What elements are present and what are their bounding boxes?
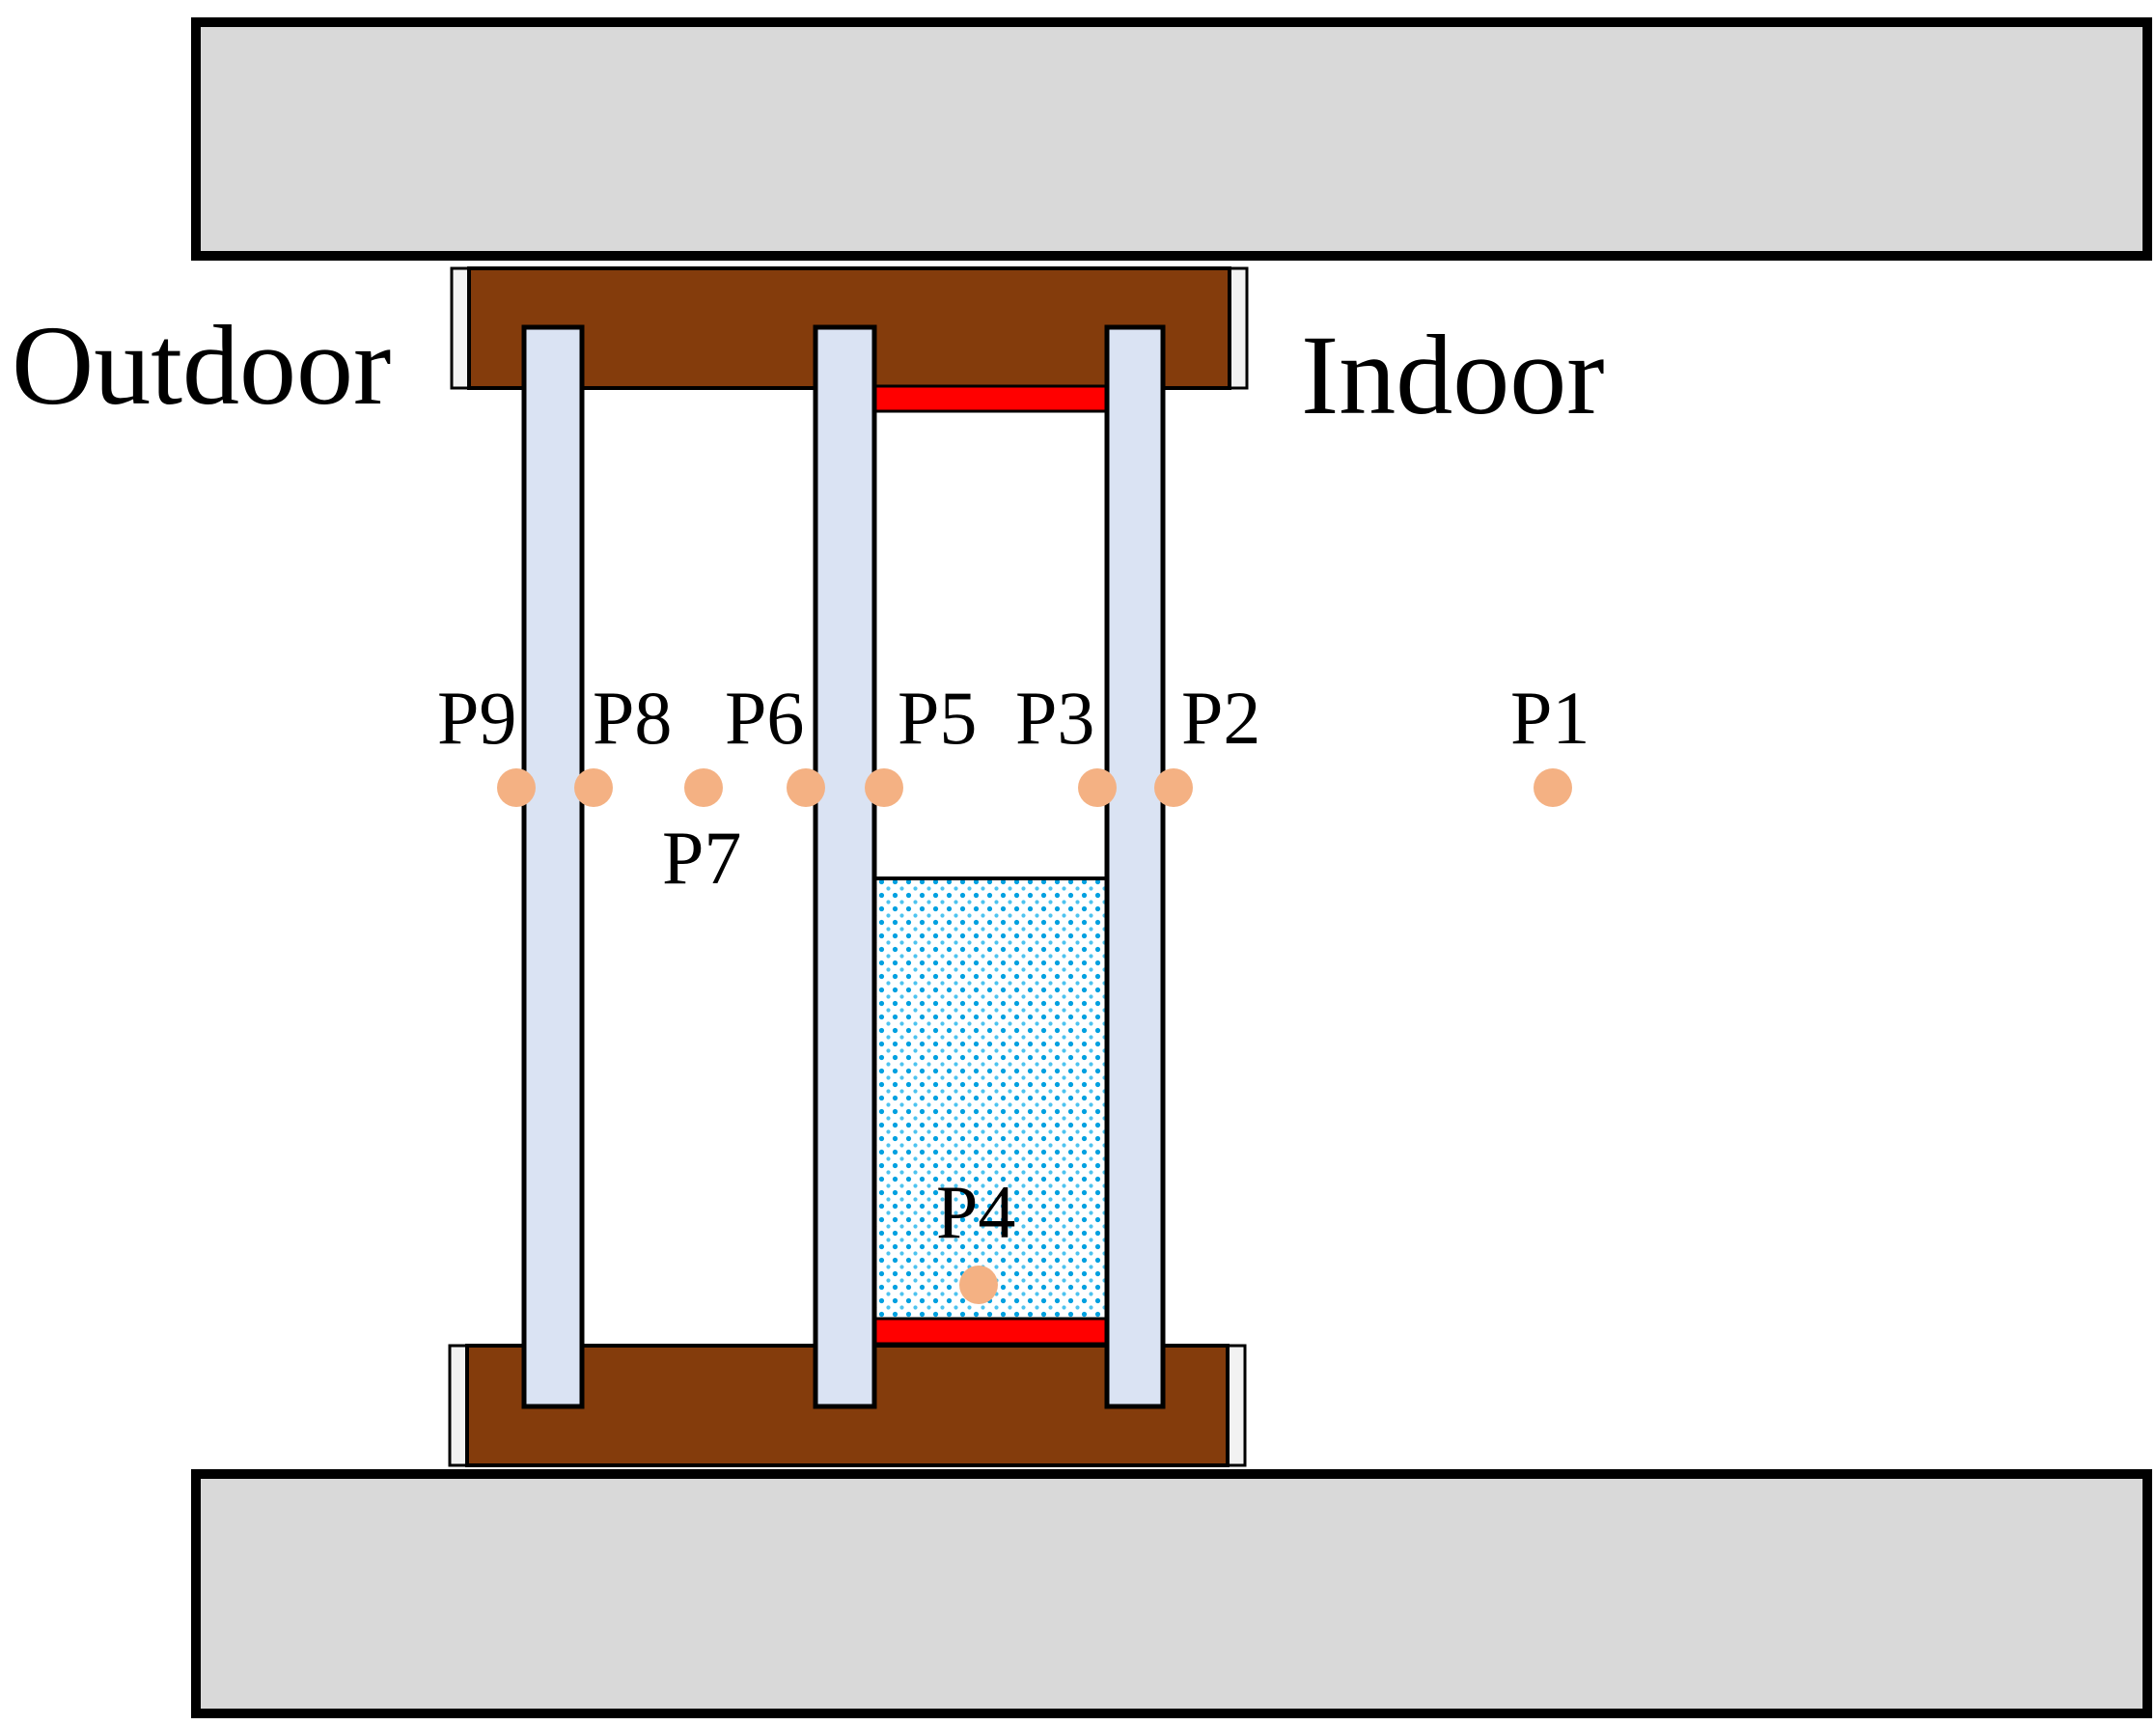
point-marker-p7 <box>684 768 723 807</box>
upper-slab <box>191 17 2152 261</box>
point-label-p6: P6 <box>725 676 804 760</box>
point-label-p8: P8 <box>593 676 672 760</box>
middle-pane <box>813 324 877 1409</box>
point-label-p5: P5 <box>898 676 977 760</box>
cavity-fill <box>872 878 1106 1318</box>
point-marker-p8 <box>574 768 613 807</box>
point-marker-p2 <box>1154 768 1193 807</box>
lower-slab <box>191 1469 2152 1718</box>
point-marker-p5 <box>865 768 903 807</box>
point-label-p9: P9 <box>437 676 516 760</box>
point-marker-p9 <box>497 768 536 807</box>
point-label-p2: P2 <box>1181 676 1260 760</box>
point-marker-p3 <box>1078 768 1117 807</box>
top-seal <box>871 384 1108 413</box>
point-marker-p6 <box>787 768 825 807</box>
measurement-points <box>497 768 1572 1304</box>
outdoor-label: Outdoor <box>12 302 391 429</box>
point-marker-p4 <box>959 1266 998 1304</box>
point-label-p3: P3 <box>1015 676 1094 760</box>
bottom-seal <box>871 1317 1108 1346</box>
point-marker-p1 <box>1534 768 1572 807</box>
inner-pane <box>1104 324 1166 1409</box>
point-label-p7: P7 <box>662 816 741 900</box>
point-label-p1: P1 <box>1510 676 1589 760</box>
indoor-label: Indoor <box>1301 312 1605 438</box>
outer-pane <box>521 324 585 1409</box>
point-label-p4: P4 <box>936 1170 1015 1254</box>
